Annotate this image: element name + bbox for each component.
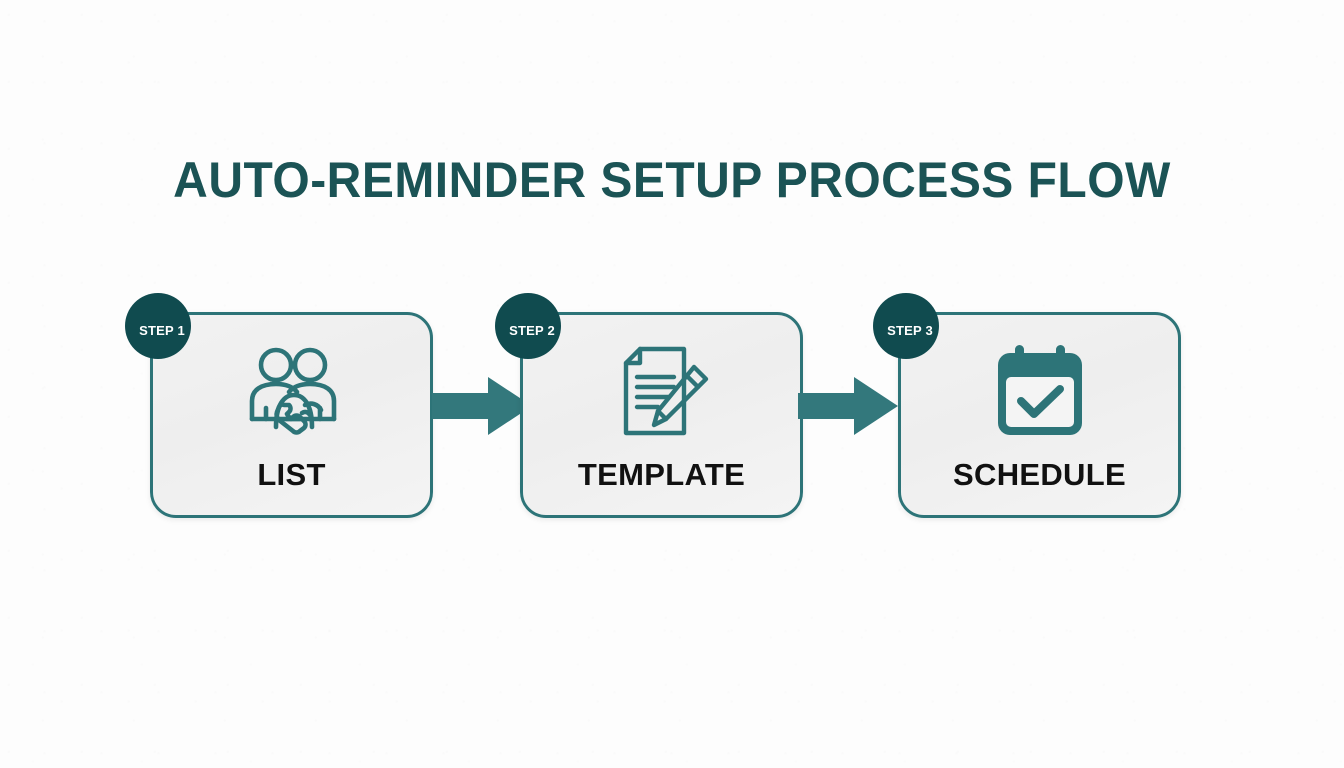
step-card-label: TEMPLATE [577, 457, 746, 492]
step-badge-1: STEP 1 [125, 293, 191, 359]
page-title: AUTO-REMINDER SETUP PROCESS FLOW [173, 152, 1171, 208]
arrow-right-1 [432, 375, 532, 437]
calendar-check-icon [901, 343, 1178, 439]
step-card-template[interactable]: STEP 2 TEMPLATE [495, 293, 803, 518]
step-card-schedule[interactable]: STEP 3 SCHEDULE [873, 293, 1181, 518]
step-card-label: LIST [257, 457, 326, 492]
step-card-label: SCHEDULE [953, 457, 1126, 492]
step-badge-3: STEP 3 [873, 293, 939, 359]
step-badge-label: STEP 1 [139, 322, 185, 338]
step-card-list[interactable]: STEP 1 [125, 293, 433, 518]
arrow-right-2 [798, 375, 898, 437]
people-call-icon [153, 343, 430, 439]
step-badge-2: STEP 2 [495, 293, 561, 359]
step-badge-label: STEP 2 [509, 322, 555, 338]
step-badge-label: STEP 3 [887, 322, 933, 338]
document-pencil-icon [523, 343, 800, 439]
